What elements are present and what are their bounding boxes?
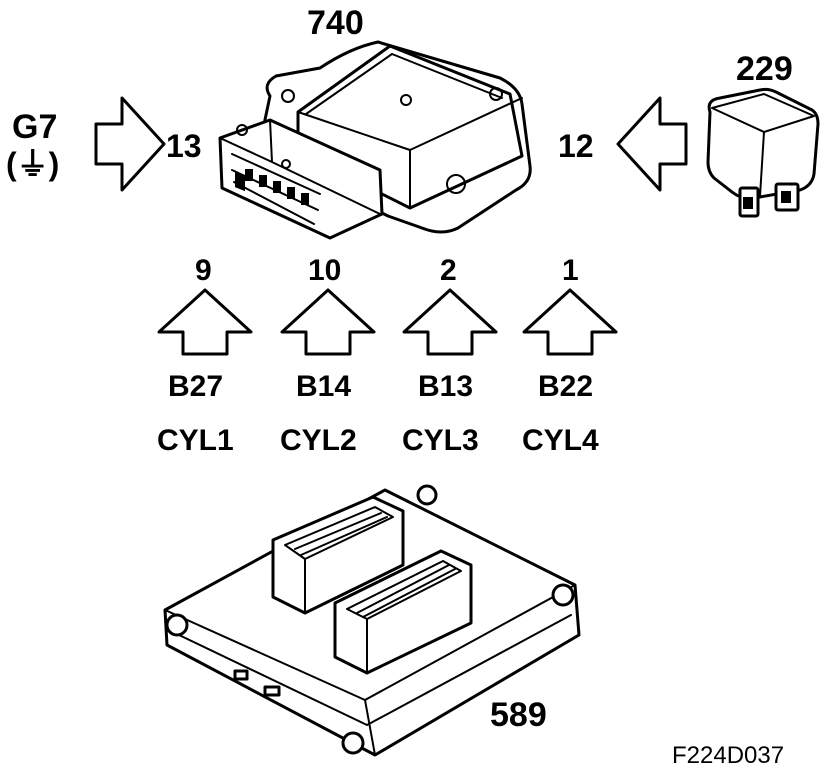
relay-label: 229 [736, 50, 793, 88]
pin-cyl2: 10 [308, 254, 342, 287]
pin-right-input: 12 [558, 128, 594, 164]
ground-symbol: (⏚) [6, 146, 60, 182]
right-input-arrow [616, 96, 688, 192]
cylinder-cyl4: CYL4 [522, 424, 599, 457]
connector-cyl2: B14 [296, 370, 352, 403]
figure-code: F224D037 [672, 742, 785, 769]
up-arrow-cyl4 [522, 288, 618, 356]
ground-label: G7 [12, 108, 58, 146]
cylinder-cyl3: CYL3 [402, 424, 479, 457]
connector-cyl3: B13 [418, 370, 474, 403]
ignition-module-label: 740 [307, 4, 364, 42]
up-arrow-cyl2 [280, 288, 376, 356]
cylinder-cyl2: CYL2 [280, 424, 357, 457]
pin-left-input: 13 [166, 128, 202, 164]
control-module-drawing [163, 484, 581, 757]
control-module-label: 589 [490, 696, 547, 734]
relay-drawing [706, 87, 820, 218]
up-arrow-cyl3 [402, 288, 498, 356]
pin-cyl1: 9 [195, 254, 212, 287]
pin-cyl3: 2 [440, 254, 457, 287]
left-input-arrow [94, 96, 166, 192]
connector-cyl1: B27 [168, 370, 224, 403]
ignition-module-drawing [218, 40, 532, 240]
up-arrow-cyl1 [157, 288, 253, 356]
pin-cyl4: 1 [562, 254, 579, 287]
cylinder-cyl1: CYL1 [157, 424, 234, 457]
connector-cyl4: B22 [538, 370, 594, 403]
